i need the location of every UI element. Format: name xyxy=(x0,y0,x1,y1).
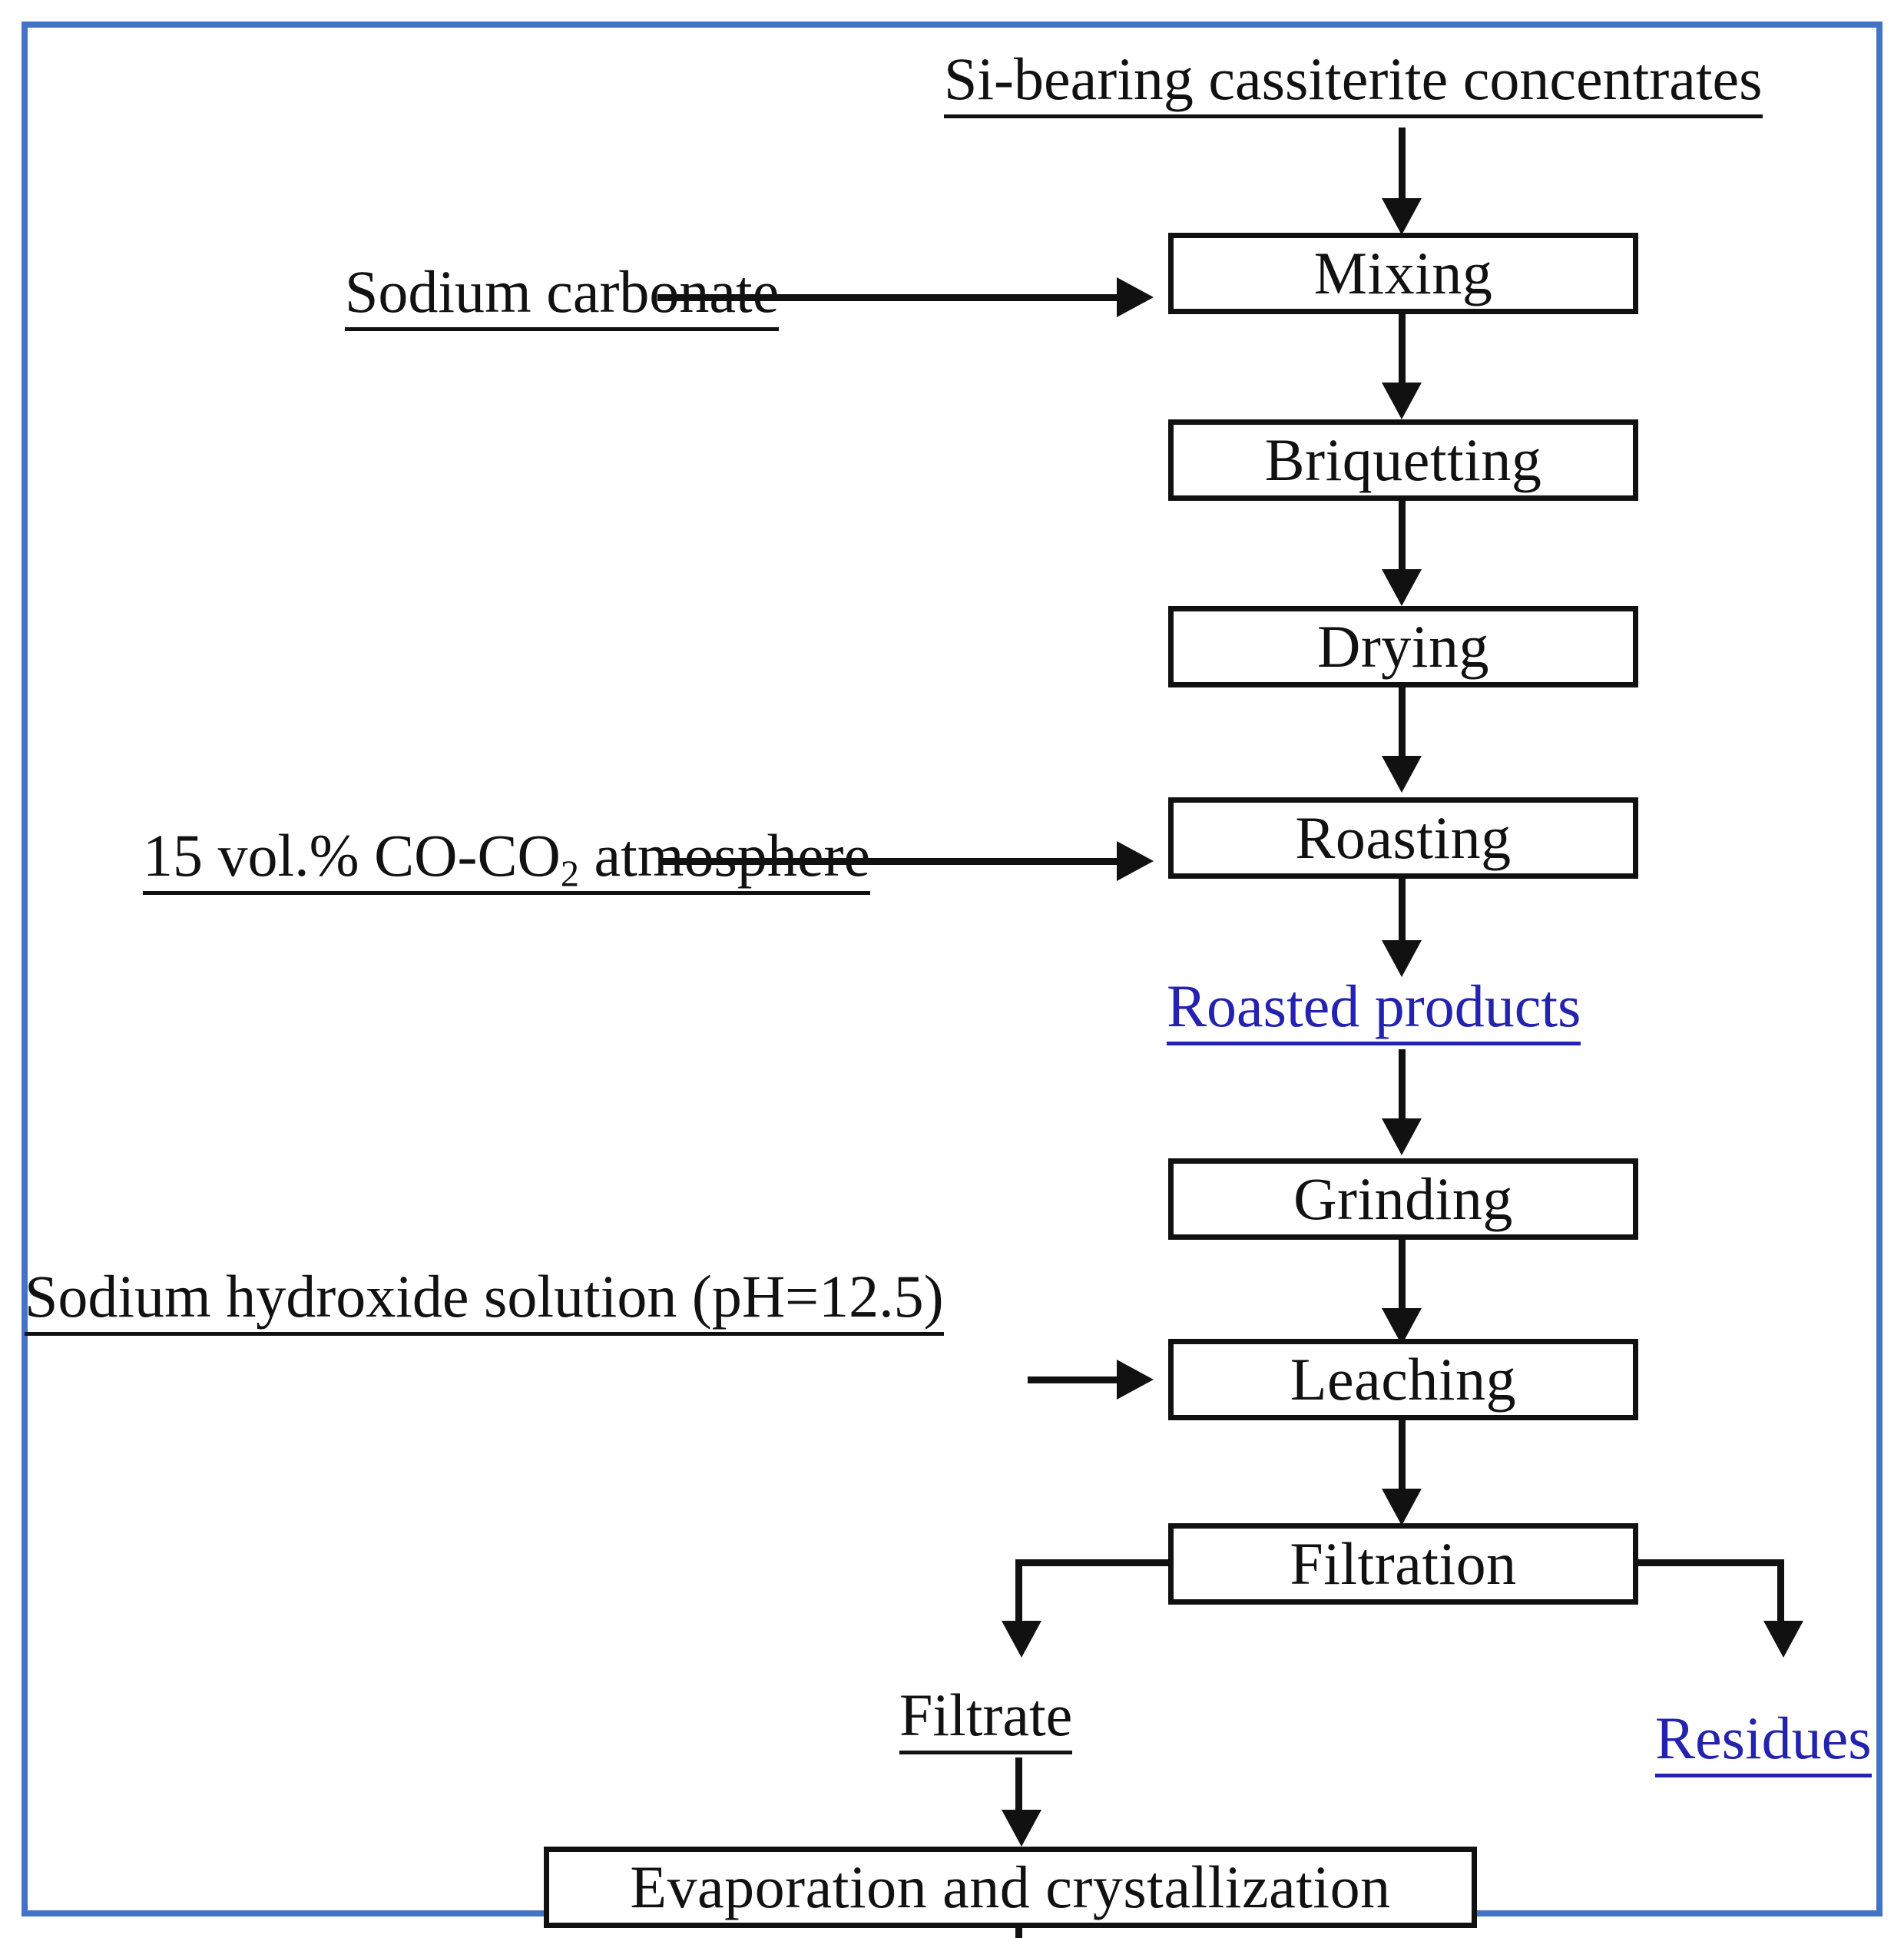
arrowhead-atmosphere-to-roasting xyxy=(1117,841,1154,881)
process-box-leaching[interactable]: Leaching xyxy=(1168,1339,1638,1420)
connector-roasted-products-to-grinding xyxy=(1399,1049,1406,1134)
arrowhead-filtration-to-residues xyxy=(1763,1621,1803,1658)
connector-sodium-carbonate-to-mixing xyxy=(657,294,1126,301)
connector-filtrate-to-evaporation xyxy=(1015,1757,1022,1823)
arrowhead-drying-to-roasting xyxy=(1382,756,1422,793)
process-box-evaporation-and-crystallization[interactable]: Evaporation and crystallization xyxy=(544,1847,1477,1928)
connector-leaching-to-filtration xyxy=(1399,1420,1406,1505)
process-box-grinding[interactable]: Grinding xyxy=(1168,1158,1638,1240)
arrowhead-filtration-to-filtrate xyxy=(1002,1621,1041,1658)
arrowhead-leaching-to-filtration xyxy=(1382,1489,1422,1526)
connector-roasting-to-roasted-products xyxy=(1399,879,1406,956)
connector-feed-to-mixing xyxy=(1399,128,1406,212)
label-co-co2-atmosphere: 15 vol.% CO-CO2 atmosphere xyxy=(143,826,871,895)
process-box-filtration[interactable]: Filtration xyxy=(1168,1523,1638,1605)
atmosphere-text-post: atmosphere xyxy=(579,822,871,889)
connector-filtration-right-branch-vertical xyxy=(1777,1559,1784,1636)
process-box-mixing[interactable]: Mixing xyxy=(1168,233,1638,314)
process-box-roasting[interactable]: Roasting xyxy=(1168,797,1638,879)
arrowhead-roasting-to-roasted-products xyxy=(1382,940,1422,977)
connector-filtration-left-branch-horizontal xyxy=(1015,1559,1173,1566)
connector-briquetting-to-drying xyxy=(1399,501,1406,585)
connector-evaporation-to-crystallized-products xyxy=(1015,1928,1022,1938)
label-feed-material: Si-bearing cassiterite concentrates xyxy=(944,49,1763,118)
diagram-frame: Si-bearing cassiterite concentrates Sodi… xyxy=(22,22,1882,1938)
arrowhead-feed-to-mixing xyxy=(1382,198,1422,235)
label-sodium-hydroxide-solution: Sodium hydroxide solution (pH=12.5) xyxy=(25,1267,944,1336)
label-roasted-products: Roasted products xyxy=(1167,976,1581,1045)
label-residues: Residues xyxy=(1655,1708,1872,1777)
connector-filtration-right-branch-horizontal xyxy=(1634,1559,1784,1566)
connector-mixing-to-briquetting xyxy=(1399,314,1406,399)
label-sodium-carbonate: Sodium carbonate xyxy=(345,262,780,331)
process-box-briquetting[interactable]: Briquetting xyxy=(1168,419,1638,501)
atmosphere-text-pre: 15 vol.% CO-CO xyxy=(143,822,561,889)
connector-drying-to-roasting xyxy=(1399,687,1406,772)
arrowhead-mixing-to-briquetting xyxy=(1382,383,1422,419)
arrowhead-naoh-to-leaching xyxy=(1117,1360,1154,1400)
arrowhead-sodium-carbonate-to-mixing xyxy=(1117,277,1154,317)
arrowhead-roasted-products-to-grinding xyxy=(1382,1118,1422,1155)
arrowhead-briquetting-to-drying xyxy=(1382,569,1422,606)
label-filtrate: Filtrate xyxy=(899,1685,1073,1754)
connector-naoh-to-leaching xyxy=(1028,1376,1126,1383)
connector-grinding-to-leaching xyxy=(1399,1240,1406,1324)
connector-atmosphere-to-roasting xyxy=(662,858,1126,865)
process-box-drying[interactable]: Drying xyxy=(1168,606,1638,687)
arrowhead-filtrate-to-evaporation xyxy=(1002,1810,1041,1847)
atmosphere-subscript: 2 xyxy=(560,853,580,895)
connector-filtration-left-branch-vertical xyxy=(1015,1559,1022,1636)
